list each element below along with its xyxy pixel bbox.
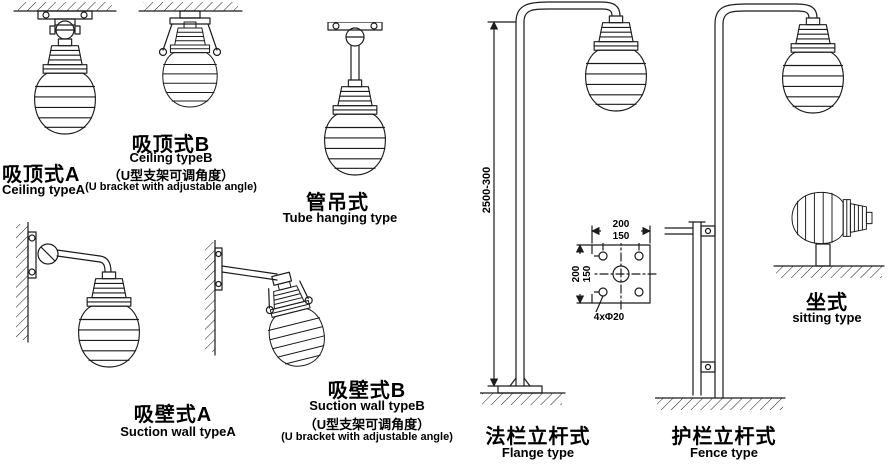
suction-wall-a-label-zh: 吸壁式A (133, 404, 213, 426)
ceiling-type-b-drawing (138, 2, 243, 108)
flange-type-drawing (480, 1, 659, 405)
fence-type-drawing (655, 3, 844, 410)
suction-wall-a-drawing (16, 222, 140, 368)
suction-wall-b-label-en: Suction wall typeB (309, 398, 425, 413)
flange-detail-width-inner-dim: 150 (601, 231, 641, 243)
flange-detail-width-outer-dim: 200 (601, 219, 641, 231)
flange-detail-holes-label: 4xΦ20 (584, 312, 634, 324)
tube-hanging-drawing (324, 22, 386, 176)
tube-hanging-label-zh: 管吊式 (306, 192, 369, 214)
ceiling-type-a-drawing (13, 2, 117, 135)
suction-wall-a-label-en: Suction wall typeA (120, 424, 236, 439)
ceiling-type-b-label-en: Ceiling typeB (129, 150, 213, 165)
suction-wall-b-drawing (205, 240, 332, 373)
flange-type-label-en: Flange type (501, 445, 575, 460)
ceiling-type-a-label-zh: 吸顶式A (2, 164, 81, 186)
sitting-type-label-zh: 坐式 (806, 292, 848, 314)
sitting-type-label-en: sitting type (792, 310, 862, 325)
flange-type-label-zh: 法栏立杆式 (485, 426, 591, 448)
ceiling-type-b-label-zh: 吸顶式B (131, 134, 211, 156)
ceiling-type-a-label-en: Ceiling typeA (2, 182, 86, 197)
flange-detail-height-inner-dim: 150 (582, 254, 594, 294)
fence-type-label-zh: 护栏立杆式 (671, 426, 777, 448)
pole-height-dimension-text: 2500-300 (481, 160, 493, 220)
tube-hanging-label-en: Tube hanging type (282, 210, 398, 225)
ceiling-type-b-note-en: (U bracket with adjustable angle) (85, 181, 257, 193)
ceiling-type-b-note-zh: （U型支架可调角度） (107, 168, 235, 183)
fence-type-label-en: Fence type (690, 445, 758, 460)
sitting-type-drawing (773, 191, 885, 278)
suction-wall-b-note-en: (U bracket with adjustable angle) (281, 431, 453, 443)
suction-wall-b-note-zh: （U型支架可调角度） (303, 417, 431, 432)
suction-wall-b-label-zh: 吸壁式B (327, 380, 407, 402)
